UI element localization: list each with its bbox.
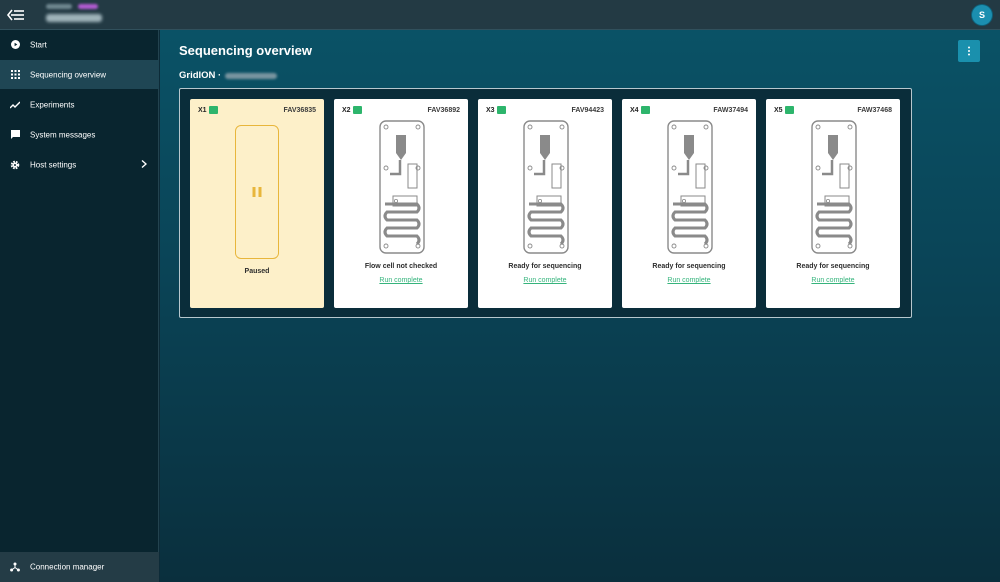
run-complete-link[interactable]: Run complete bbox=[811, 277, 855, 284]
flow-cell-id: FAV94423 bbox=[571, 107, 604, 114]
grid-icon bbox=[10, 70, 20, 80]
flow-cell-id: FAV36892 bbox=[427, 107, 460, 114]
position-status: Ready for sequencing bbox=[508, 263, 582, 270]
position-card-x2[interactable]: X2 FAV36892 Flow cell not checked Run co… bbox=[334, 99, 468, 308]
page-title: Sequencing overview bbox=[179, 43, 312, 58]
status-check-icon bbox=[641, 106, 650, 114]
network-icon bbox=[10, 562, 20, 572]
connection-manager-button[interactable]: Connection manager bbox=[0, 552, 159, 582]
message-icon bbox=[10, 130, 20, 140]
positions-panel: X1 FAV36835 Paused X2 FAV36892 bbox=[179, 88, 912, 318]
position-status: Ready for sequencing bbox=[796, 263, 870, 270]
chevron-right-icon bbox=[141, 159, 148, 170]
run-complete-link[interactable]: Run complete bbox=[667, 277, 711, 284]
user-avatar[interactable]: S bbox=[972, 5, 992, 25]
pause-icon bbox=[252, 187, 262, 197]
position-status: Ready for sequencing bbox=[652, 263, 726, 270]
sidebar-item-host-settings[interactable]: Host settings bbox=[0, 150, 159, 179]
position-status: Paused bbox=[244, 268, 270, 275]
redacted-host-name bbox=[46, 14, 102, 22]
menu-toggle-icon[interactable] bbox=[6, 7, 26, 23]
flow-cell-id: FAW37494 bbox=[713, 107, 748, 114]
position-name: X1 bbox=[198, 107, 207, 114]
position-name: X5 bbox=[774, 107, 783, 114]
flow-cell-id: FAW37468 bbox=[857, 107, 892, 114]
position-card-x3[interactable]: X3 FAV94423 Ready for sequencing Run com… bbox=[478, 99, 612, 308]
sidebar-item-label: Experiments bbox=[30, 100, 75, 109]
redacted-host-text bbox=[46, 4, 72, 9]
sidebar-item-experiments[interactable]: Experiments bbox=[0, 90, 159, 119]
top-bar: S bbox=[0, 0, 1000, 30]
kebab-icon bbox=[968, 46, 970, 56]
sidebar-item-label: Sequencing overview bbox=[30, 70, 107, 79]
device-label: GridION · bbox=[179, 70, 222, 81]
run-complete-link[interactable]: Run complete bbox=[523, 277, 567, 284]
flow-cell-icon bbox=[667, 120, 713, 254]
position-status: Flow cell not checked bbox=[364, 263, 438, 270]
flow-cell-icon bbox=[523, 120, 569, 254]
redacted-device-name bbox=[225, 72, 278, 79]
run-complete-link[interactable]: Run complete bbox=[379, 277, 423, 284]
gear-icon bbox=[10, 160, 20, 170]
device-heading: GridION · bbox=[179, 70, 278, 81]
trend-line-icon bbox=[10, 100, 20, 110]
position-card-x1[interactable]: X1 FAV36835 Paused bbox=[190, 99, 324, 308]
sidebar-item-sequencing-overview[interactable]: Sequencing overview bbox=[0, 60, 159, 89]
main-content: Sequencing overview GridION · X1 FAV3683… bbox=[160, 30, 1000, 582]
more-options-button[interactable] bbox=[958, 40, 980, 62]
play-circle-icon bbox=[10, 40, 20, 50]
flow-cell-icon bbox=[379, 120, 425, 254]
position-card-x4[interactable]: X4 FAW37494 Ready for sequencing Run com… bbox=[622, 99, 756, 308]
flow-cell-id: FAV36835 bbox=[283, 107, 316, 114]
redacted-badge bbox=[78, 4, 98, 9]
sidebar-item-label: Start bbox=[30, 40, 47, 49]
position-name: X2 bbox=[342, 107, 351, 114]
sidebar-item-system-messages[interactable]: System messages bbox=[0, 120, 159, 149]
paused-flow-cell-outline bbox=[235, 125, 279, 259]
position-card-x5[interactable]: X5 FAW37468 Ready for sequencing Run com… bbox=[766, 99, 900, 308]
status-check-icon bbox=[209, 106, 218, 114]
host-identity bbox=[46, 4, 102, 22]
status-check-icon bbox=[497, 106, 506, 114]
sidebar-item-label: Host settings bbox=[30, 160, 77, 169]
status-check-icon bbox=[785, 106, 794, 114]
position-name: X4 bbox=[630, 107, 639, 114]
position-name: X3 bbox=[486, 107, 495, 114]
flow-cell-icon bbox=[811, 120, 857, 254]
connection-manager-label: Connection manager bbox=[30, 562, 105, 572]
sidebar-item-start[interactable]: Start bbox=[0, 30, 159, 59]
status-check-icon bbox=[353, 106, 362, 114]
sidebar-item-label: System messages bbox=[30, 130, 96, 139]
sidebar: Start Sequencing overview Experiments Sy… bbox=[0, 30, 159, 582]
